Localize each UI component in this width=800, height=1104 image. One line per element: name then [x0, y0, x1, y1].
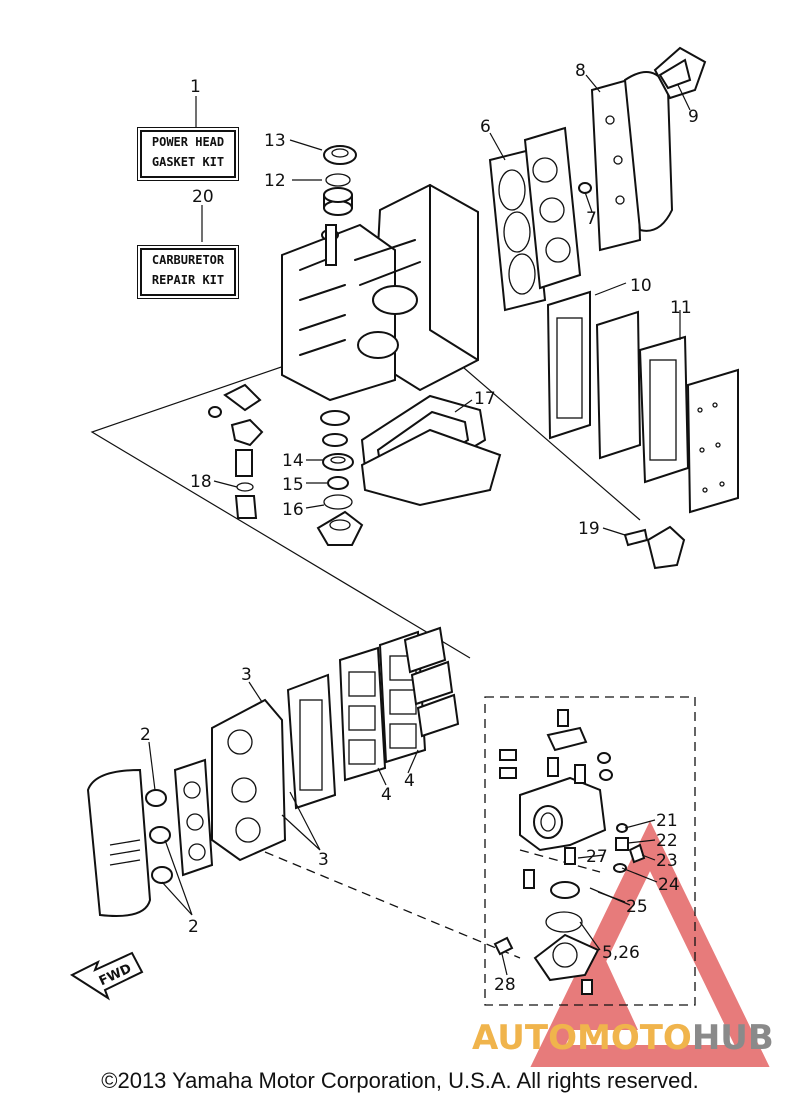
- watermark-hub: HUB: [691, 1018, 774, 1058]
- cylinder-block: [281, 183, 479, 402]
- carburetor-repair-kit-box: CARBURETOR REPAIR KIT: [140, 248, 236, 296]
- carburetor-body: [499, 709, 613, 852]
- callout-16: 16: [282, 500, 304, 520]
- silencer-gasket-2: [145, 789, 173, 884]
- watermark-auto: AUTO: [472, 1018, 577, 1058]
- callout-4a: 4: [381, 785, 392, 805]
- callout-15: 15: [282, 475, 304, 495]
- watermark-logo: [530, 820, 770, 1067]
- silencer-plate: [173, 758, 214, 877]
- reed-gasket-4a: [338, 646, 387, 782]
- watermark-text: AUTOMOTOHUB: [472, 1018, 774, 1058]
- silencer: [86, 768, 152, 917]
- callout-25: 25: [626, 897, 648, 917]
- carburetor-kit-frame: [484, 696, 696, 1006]
- callout-20: 20: [192, 187, 214, 207]
- callout-21: 21: [656, 811, 678, 831]
- head-cover: [623, 71, 674, 232]
- callout-1: 1: [190, 77, 201, 97]
- callout-3b: 3: [318, 850, 329, 870]
- callout-4b: 4: [404, 771, 415, 791]
- float-bowl: [493, 933, 600, 995]
- callout-19: 19: [578, 519, 600, 539]
- exhaust-gasket-10: [546, 290, 591, 440]
- head-cover-gasket-8: [590, 76, 642, 252]
- power-head-gasket-kit-box: POWER HEAD GASKET KIT: [140, 130, 236, 178]
- cylinder-head: [523, 126, 592, 290]
- callout-2a: 2: [140, 725, 151, 745]
- kit-20-line1: CARBURETOR: [151, 253, 225, 267]
- callout-22: 22: [656, 831, 678, 851]
- callout-5-26: 5,26: [602, 943, 640, 963]
- callout-14: 14: [282, 451, 304, 471]
- callout-numbers: 1 2 2 3 3 4 4 5,26 6 7 8 9 10 11 12 13 1…: [140, 61, 699, 995]
- upper-seal-holder: [320, 410, 350, 447]
- oil-seal-13: [323, 145, 357, 165]
- callout-8: 8: [575, 61, 586, 81]
- exhaust-outer-cover: [686, 368, 739, 514]
- copyright-notice: ©2013 Yamaha Motor Corporation, U.S.A. A…: [101, 1068, 699, 1093]
- callout-12: 12: [264, 171, 286, 191]
- o-ring-16: [323, 494, 353, 510]
- thermostat-cover-9: [653, 46, 707, 100]
- cover-19: [623, 525, 686, 570]
- callout-9: 9: [688, 107, 699, 127]
- exhaust-inner-cover: [595, 310, 642, 460]
- callout-10: 10: [630, 276, 652, 296]
- seal-housing: [316, 510, 364, 546]
- fitting-18: [208, 383, 264, 519]
- callout-7: 7: [586, 209, 597, 229]
- callout-18: 18: [190, 472, 212, 492]
- exhaust-gasket-11: [638, 335, 690, 484]
- lower-gasket-17: [360, 394, 502, 507]
- seal-15: [327, 476, 349, 490]
- fwd-arrow: FWD: [69, 951, 144, 1001]
- watermark-moto: MOTO: [576, 1018, 692, 1058]
- kit-1-line2: GASKET KIT: [151, 155, 225, 169]
- callout-13: 13: [264, 131, 286, 151]
- callout-28: 28: [494, 975, 516, 995]
- callout-11: 11: [670, 298, 692, 318]
- callout-17: 17: [474, 389, 496, 409]
- bearing-sleeve: [323, 187, 353, 216]
- o-ring-12: [325, 173, 351, 187]
- callout-27: 27: [586, 847, 608, 867]
- intake-manifold-3: [211, 698, 287, 862]
- reed-valves: [403, 626, 460, 738]
- leader-lines: [148, 74, 691, 976]
- callout-23: 23: [656, 851, 678, 871]
- kit-1-line1: POWER HEAD: [151, 135, 225, 149]
- callout-2b: 2: [188, 917, 199, 937]
- manifold-gasket: [286, 673, 337, 810]
- oil-seal-14: [322, 453, 354, 471]
- callout-6: 6: [480, 117, 491, 137]
- callout-3a: 3: [241, 665, 252, 685]
- callout-24: 24: [658, 875, 680, 895]
- kit-20-line2: REPAIR KIT: [151, 273, 225, 287]
